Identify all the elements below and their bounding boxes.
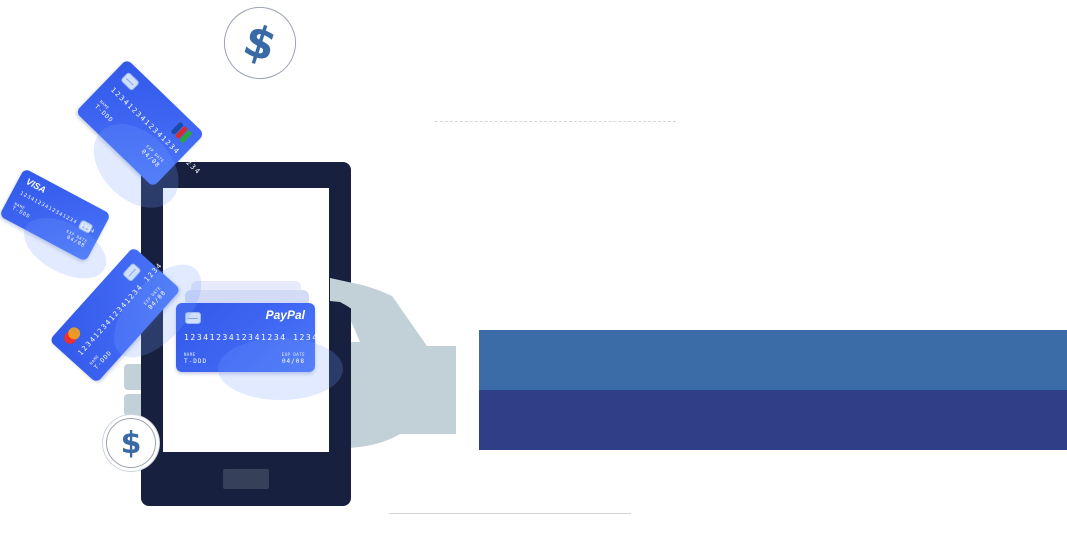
phone-home-button bbox=[223, 469, 269, 489]
ghost-card-middle bbox=[185, 290, 309, 306]
card-expiry: 04/08 bbox=[281, 358, 305, 365]
dollar-symbol: $ bbox=[237, 14, 283, 72]
visa-logo: VISA bbox=[24, 176, 48, 196]
jcb-logo-icon bbox=[170, 121, 194, 145]
card-exp-label: EXP DATE bbox=[281, 352, 305, 357]
chip-icon bbox=[122, 262, 142, 283]
dollar-coin-icon: $ bbox=[106, 418, 156, 468]
chip-icon bbox=[120, 71, 141, 92]
banner-band-top bbox=[479, 330, 1067, 390]
paypal-logo: PayPal bbox=[265, 308, 305, 322]
paypal-card: PayPal 1234123412341234 1234 NAME T-DDD … bbox=[176, 303, 343, 400]
mastercard-logo-icon bbox=[61, 324, 83, 347]
baseline-divider bbox=[389, 513, 631, 514]
dollar-symbol: $ bbox=[120, 425, 142, 461]
card-holder: T-DDD bbox=[184, 358, 208, 365]
dotted-divider bbox=[435, 121, 676, 122]
banner-band-bottom bbox=[479, 390, 1067, 450]
card-number: 1234123412341234 1234 bbox=[184, 333, 319, 342]
card-name-label: NAME bbox=[184, 352, 196, 357]
